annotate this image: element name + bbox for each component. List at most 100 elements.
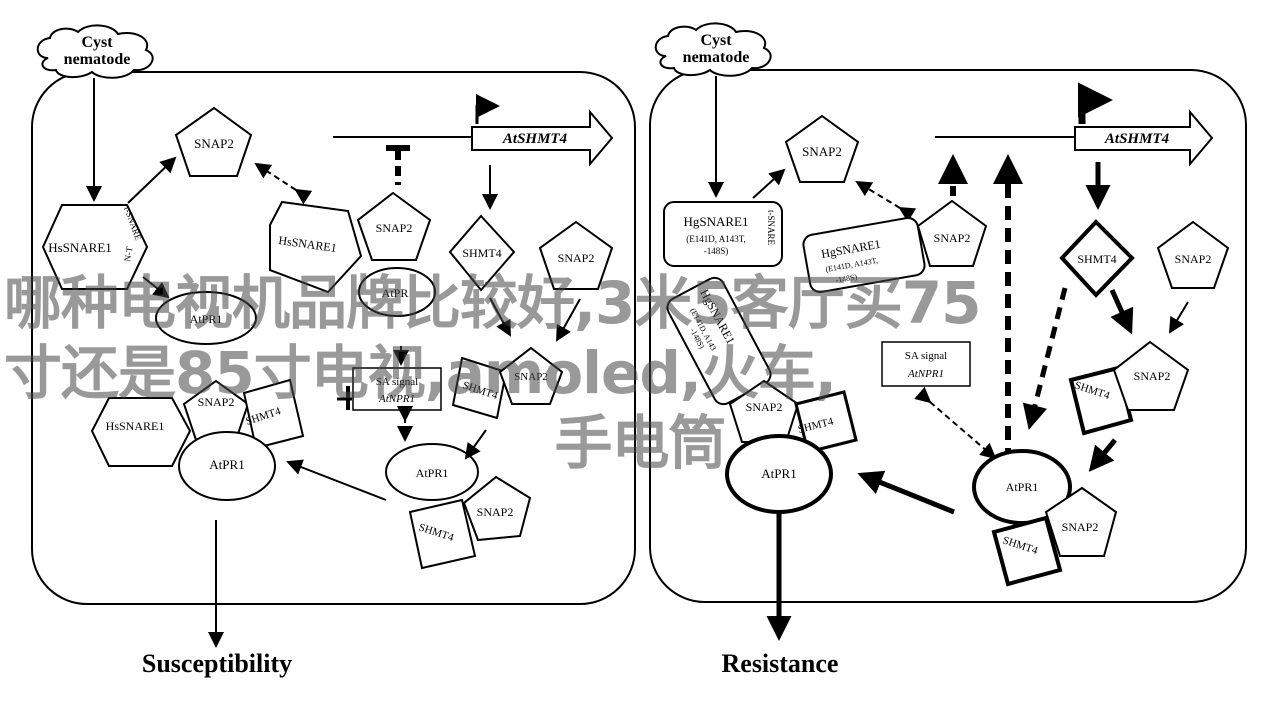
right-sa-signal-box xyxy=(881,341,971,387)
left-complex-atpr-label: AtPR xyxy=(382,286,409,300)
left-atnpr1-label: AtNPR1 xyxy=(378,393,415,405)
left-hssnare1-label: HsSNARE1 xyxy=(48,240,112,255)
right-cyst-label-2: nematode xyxy=(683,49,750,66)
left-shmt4-label: SHMT4 xyxy=(462,246,501,260)
right-snap2-top-label: SNAP2 xyxy=(802,144,842,159)
left-shmt4-small xyxy=(451,356,508,420)
left-snap2-top-label: SNAP2 xyxy=(194,136,234,151)
left-complex-atpr xyxy=(358,267,436,317)
right-shmt4-bottom xyxy=(794,390,858,454)
left-gene-label: AtSHMT4 xyxy=(502,131,568,147)
right-atpr1-to-big-arrow xyxy=(857,470,955,515)
right-complex-hg-variants-2: -148S) xyxy=(835,272,858,285)
right-hgsnare1-variants-2: -148S) xyxy=(704,246,729,256)
right-snap2-mid xyxy=(1156,220,1230,289)
left-bottom-hssnare1 xyxy=(90,397,192,467)
right-hg-to-snap2-arrow xyxy=(752,168,786,199)
right-snap2-br-label: SNAP2 xyxy=(1062,520,1099,534)
right-snap2-complex-arrow xyxy=(855,180,917,223)
left-outcome-label: Susceptibility xyxy=(142,649,292,678)
right-shmt4-diamond xyxy=(1059,219,1135,298)
right-outcome-label: Resistance xyxy=(722,649,839,678)
left-hssnare1 xyxy=(41,204,149,290)
right-complex-mid: SNAP2 SHMT4 AtPR1 xyxy=(725,379,858,514)
right-shmt4-snap2: SHMT4 SNAP2 xyxy=(1068,340,1190,436)
right-atpr1-right-label: AtPR1 xyxy=(1006,480,1039,494)
right-gene-label: AtSHMT4 xyxy=(1104,131,1170,147)
right-complex-snap2-label: SNAP2 xyxy=(934,231,971,245)
left-bottom-snap2 xyxy=(182,379,250,441)
left-bottom-shmt4 xyxy=(242,378,305,450)
right-hgsnare1-tsnare: t-SNARE xyxy=(766,210,776,246)
right-panel: Cyst nematode AtSHMT4 SNAP2 HgSNARE1 (E1… xyxy=(649,22,1247,678)
left-promoter-arrow xyxy=(475,94,500,124)
left-atpr1-to-bottom-arrow xyxy=(286,459,387,501)
right-complex-top: HgSNARE1 (E141D, A143T, -148S) SNAP2 xyxy=(802,199,988,294)
left-snap2-down-arrow xyxy=(556,298,581,342)
right-complex-hgsnare1 xyxy=(802,216,926,294)
left-complex-top: HsSNARE1 SNAP2 AtPR xyxy=(269,191,436,317)
right-shmt4-mid xyxy=(1068,365,1134,436)
right-atpr1-big-label: AtPR1 xyxy=(761,466,796,481)
left-panel: Cyst nematode AtSHMT4 SNAP2 HsSNARE1 t-S… xyxy=(31,24,636,678)
right-cyst-nematode: Cyst nematode xyxy=(654,22,772,77)
left-complex-hssnare1 xyxy=(269,200,363,294)
left-shmt4-to-atpr1-arrow xyxy=(464,429,487,460)
left-snap2-mid-label: SNAP2 xyxy=(558,251,595,265)
left-complex-bottom: HsSNARE1 SNAP2 SHMT4 AtPR1 xyxy=(90,378,305,501)
left-bottom-atpr1-label: AtPR1 xyxy=(209,457,244,472)
right-hg-tilted: HgSNARE1 (E141D, A143 -148S) xyxy=(666,276,772,406)
right-shmt4-to-atpr1-arrow xyxy=(1088,438,1117,472)
right-promoter-arrow xyxy=(1078,82,1113,124)
left-cyst-label-2: nematode xyxy=(64,51,131,68)
left-snap2-top xyxy=(174,106,253,177)
left-sa-signal-label: SA signal xyxy=(376,376,418,388)
left-atpr1-mid-label: AtPR1 xyxy=(416,466,449,480)
left-shmt4-br xyxy=(408,498,477,570)
left-complex-snap2 xyxy=(356,191,432,261)
left-bottom-hssnare1-label: HsSNARE1 xyxy=(106,419,165,433)
left-atpr1-mid xyxy=(385,443,479,501)
left-bottom-snap2-label: SNAP2 xyxy=(198,395,235,409)
left-gene-arrow xyxy=(471,109,614,167)
right-snap2-right-label: SNAP2 xyxy=(1134,369,1171,383)
left-cyst-nematode: Cyst nematode xyxy=(36,24,154,79)
right-shmt4-down-arrow xyxy=(1109,288,1134,335)
left-snap2-br xyxy=(462,475,532,542)
right-snap2-mid-label: SNAP2 xyxy=(1175,252,1212,266)
right-sa-signal-label: SA signal xyxy=(905,350,947,362)
right-cell-boundary xyxy=(649,69,1247,603)
right-snap2-br xyxy=(1044,486,1118,557)
right-hgsnare1-variants-1: (E141D, A143T, xyxy=(686,234,746,244)
left-snap2-br-label: SNAP2 xyxy=(477,505,514,519)
left-bottom-atpr1 xyxy=(178,431,276,501)
right-snap2-down-arrow xyxy=(1168,301,1189,334)
left-hssnare1-nt: N-T xyxy=(122,245,135,262)
right-snap2-right xyxy=(1112,340,1190,411)
left-shmt4-snap2-mid: SHMT4 SNAP2 xyxy=(451,346,564,420)
left-snap2-small-label: SNAP2 xyxy=(514,371,548,383)
left-cell-boundary xyxy=(31,71,636,605)
right-shmt4-to-atpr1-dashed xyxy=(1022,287,1068,430)
right-hgsnare1-label: HgSNARE1 xyxy=(683,214,748,229)
left-complex-snap2-label: SNAP2 xyxy=(376,221,413,235)
left-snap2-complex-arrow xyxy=(254,162,313,205)
left-atpr1-ellipse-label: AtPR1 xyxy=(190,312,223,326)
right-hgsnare1 xyxy=(663,201,783,267)
right-cyst-label-1: Cyst xyxy=(700,32,732,49)
right-complex-snap2 xyxy=(916,199,988,267)
right-gene-arrow xyxy=(1074,109,1214,167)
right-snap2-bottom-label: SNAP2 xyxy=(746,400,783,414)
right-snap2-top xyxy=(784,114,860,183)
right-sa-to-atpr1-arrow xyxy=(914,386,997,460)
left-atpr1-ellipse xyxy=(155,291,257,345)
left-cyst-label-1: Cyst xyxy=(81,34,113,51)
right-shmt4-br xyxy=(991,515,1063,587)
left-snap2-mid xyxy=(538,220,614,290)
left-hs-to-snap2-arrow xyxy=(127,156,177,204)
right-shmt4-label: SHMT4 xyxy=(1077,252,1116,266)
left-snap2-small xyxy=(498,346,564,405)
left-shmt4-diamond xyxy=(448,214,516,292)
right-atnpr1-label: AtNPR1 xyxy=(907,368,944,380)
